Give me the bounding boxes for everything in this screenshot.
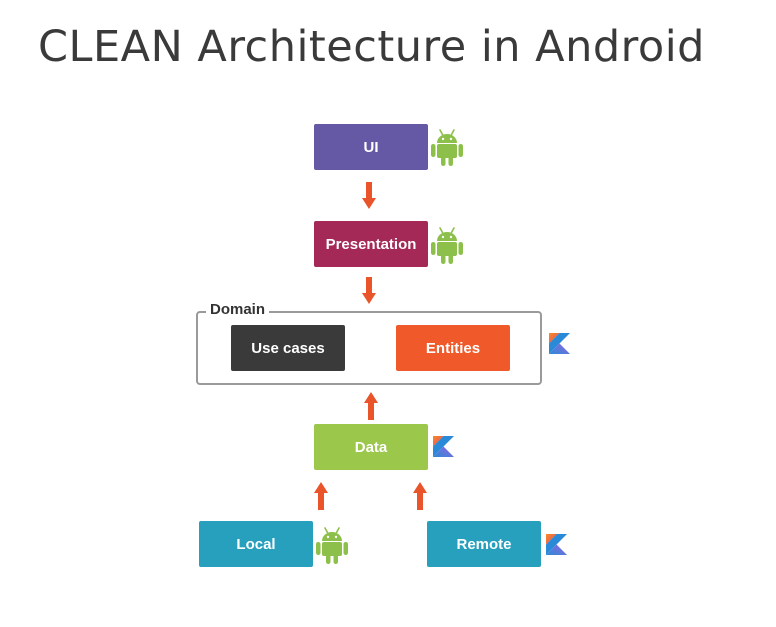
domain-layer-frame [196, 311, 542, 385]
data-layer-box: Data [314, 424, 428, 470]
android-icon [316, 526, 348, 564]
arrow-down-icon [362, 182, 376, 209]
arrow-up-icon [314, 482, 328, 510]
arrow-up-icon [364, 392, 378, 420]
use-cases-label: Use cases [251, 339, 325, 357]
data-layer-label: Data [354, 438, 388, 456]
remote-source-box: Remote [427, 521, 541, 567]
remote-source-label: Remote [456, 535, 512, 553]
page-title: CLEAN Architecture in Android [38, 22, 705, 72]
arrow-up-icon [413, 482, 427, 510]
ui-layer-box: UI [314, 124, 428, 170]
entities-box: Entities [396, 325, 510, 371]
kotlin-icon [549, 333, 570, 354]
arrow-down-icon [362, 277, 376, 304]
kotlin-icon [546, 534, 567, 555]
kotlin-icon [433, 436, 454, 457]
local-source-box: Local [199, 521, 313, 567]
android-icon [431, 128, 463, 166]
ui-layer-label: UI [363, 138, 379, 156]
domain-layer-label: Domain [206, 301, 270, 318]
presentation-layer-box: Presentation [314, 221, 428, 267]
local-source-label: Local [236, 535, 276, 553]
use-cases-box: Use cases [231, 325, 345, 371]
android-icon [431, 226, 463, 264]
presentation-layer-label: Presentation [325, 235, 417, 253]
entities-label: Entities [425, 339, 481, 357]
